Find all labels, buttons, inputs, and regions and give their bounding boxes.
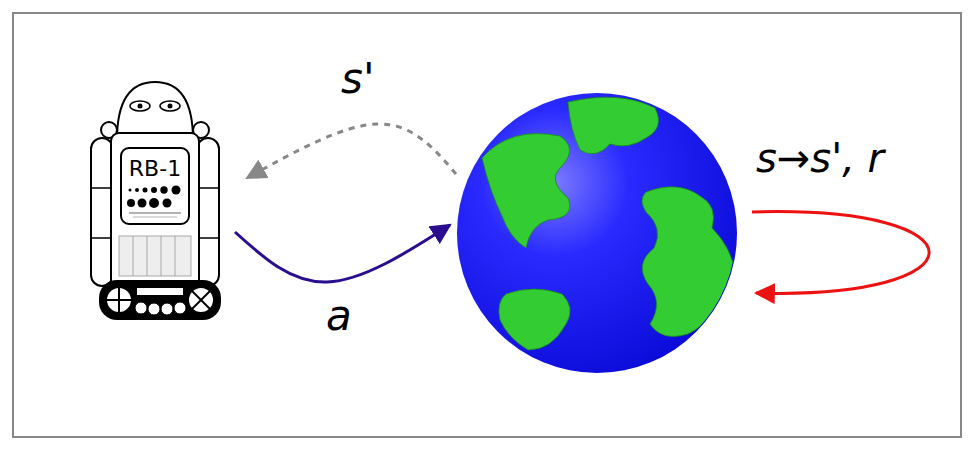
action-arrow <box>235 225 450 282</box>
edge-label: a <box>323 293 355 339</box>
globe-illustration <box>450 88 744 378</box>
transition-label: s→s', r <box>756 136 884 180</box>
self-loop-arrow <box>752 212 929 294</box>
robot-illustration <box>85 78 235 323</box>
observation-arrow <box>247 124 456 178</box>
edge-label: s' <box>338 56 377 102</box>
robot-label: RB-1 <box>122 157 188 181</box>
globe-environment: s→s', r <box>450 88 744 378</box>
robot-agent: RB-1 <box>85 78 235 323</box>
